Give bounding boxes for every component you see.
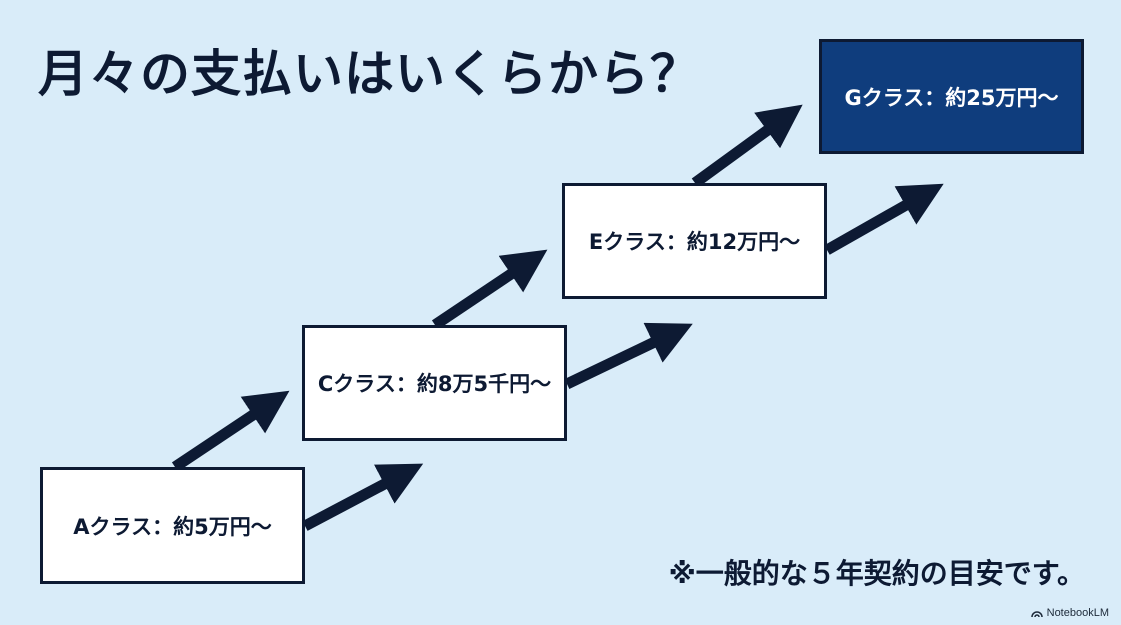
- step-box-c-class: Cクラス：約8万5千円〜: [302, 325, 567, 441]
- arrow-lower-a-to-c: [302, 463, 424, 531]
- page-title: 月々の支払いはいくらから？: [38, 45, 701, 103]
- arrow-lower-c-to-e: [564, 322, 693, 389]
- arrow-upper-c-to-e: [431, 249, 548, 330]
- step-label-c-class: Cクラス：約8万5千円〜: [317, 372, 552, 396]
- footnote: ※一般的な５年契約の目安です。: [668, 557, 1085, 590]
- watermark-text: NotebookLM: [1046, 607, 1109, 619]
- step-label-a-class: Aクラス：約5万円〜: [73, 514, 272, 539]
- notebooklm-logo-icon: [1030, 610, 1043, 617]
- step-box-e-class: Eクラス：約12万円〜: [562, 183, 827, 299]
- step-box-a-class: Aクラス：約5万円〜: [40, 467, 305, 584]
- step-label-g-class: Gクラス：約25万円〜: [844, 85, 1059, 110]
- arrow-upper-a-to-c: [171, 390, 290, 472]
- arrow-lower-e-to-g: [824, 183, 944, 255]
- arrow-upper-e-to-g: [691, 104, 803, 188]
- step-label-e-class: Eクラス：約12万円〜: [588, 230, 801, 254]
- watermark: NotebookLM: [1030, 607, 1109, 619]
- step-box-g-class: Gクラス：約25万円〜: [819, 39, 1084, 154]
